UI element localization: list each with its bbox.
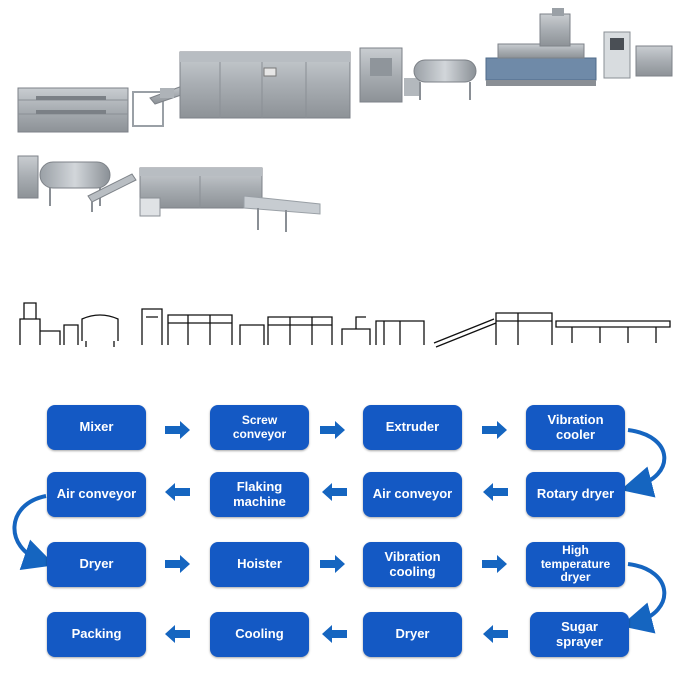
production-line-photo-top: [17, 8, 673, 133]
arrow-left-5: [322, 625, 347, 643]
sugar-spray-drum: [17, 155, 111, 206]
arrow-left-2: [322, 483, 347, 501]
production-line-photo-bottom: [17, 155, 321, 232]
incline-conveyor: [87, 173, 137, 212]
control-cabinet: [603, 31, 673, 79]
curve-arrow-left-1: [12, 494, 56, 570]
step-dryer-2: Dryer: [363, 612, 462, 657]
step-label: Air conveyor: [372, 486, 453, 502]
production-line-schematic: [19, 302, 671, 348]
step-packing: Packing: [47, 612, 146, 657]
step-label: Dryer: [395, 626, 430, 642]
arrow-left-3: [165, 483, 190, 501]
dryer-machine-left: [17, 87, 129, 133]
curve-arrow-right-1: [620, 428, 667, 498]
step-label: Sugar sprayer: [556, 618, 603, 649]
arrow-right-4: [165, 555, 190, 573]
arrow-right-3: [482, 421, 507, 439]
arrow-left-6: [165, 625, 190, 643]
step-label: Rotary dryer: [536, 486, 615, 502]
transfer-machine: [359, 47, 420, 103]
arrow-left-4: [483, 625, 508, 643]
step-sugar-sprayer: Sugar sprayer: [530, 612, 629, 657]
extruder-machine: [485, 8, 597, 86]
rotary-drum: [413, 59, 477, 100]
step-label: Cooling: [235, 626, 284, 642]
step-flaking-machine: Flaking machine: [210, 472, 309, 517]
step-dryer-1: Dryer: [47, 542, 146, 587]
dryer-machine-middle: [179, 51, 351, 119]
step-air-conveyor-2: Air conveyor: [47, 472, 146, 517]
step-extruder: Extruder: [363, 405, 462, 450]
step-label: Air conveyor: [56, 486, 137, 502]
step-label: Vibration cooling: [384, 548, 441, 579]
step-label: Dryer: [79, 556, 114, 572]
arrow-left-1: [483, 483, 508, 501]
curve-arrow-right-2: [620, 562, 667, 634]
step-label: Screw conveyor: [232, 412, 287, 441]
step-label: Mixer: [79, 419, 114, 435]
step-mixer: Mixer: [47, 405, 146, 450]
step-label: Vibration cooler: [547, 411, 604, 442]
step-vibration-cooler: Vibration cooler: [526, 405, 625, 450]
step-rotary-dryer: Rotary dryer: [526, 472, 625, 517]
step-label: Extruder: [385, 419, 440, 435]
step-high-temperature-dryer: High temperature dryer: [526, 542, 625, 587]
step-air-conveyor-1: Air conveyor: [363, 472, 462, 517]
step-label: High temperature dryer: [540, 542, 611, 585]
step-screw-conveyor: Screw conveyor: [210, 405, 309, 450]
step-cooling: Cooling: [210, 612, 309, 657]
cooling-dryer: [139, 167, 321, 232]
arrow-right-6: [482, 555, 507, 573]
arrow-right-2: [320, 421, 345, 439]
step-label: Hoister: [237, 556, 282, 572]
step-vibration-cooling: Vibration cooling: [363, 542, 462, 587]
arrow-right-1: [165, 421, 190, 439]
step-label: Flaking machine: [233, 478, 286, 509]
step-label: Packing: [71, 626, 122, 642]
arrow-right-5: [320, 555, 345, 573]
step-hoister: Hoister: [210, 542, 309, 587]
